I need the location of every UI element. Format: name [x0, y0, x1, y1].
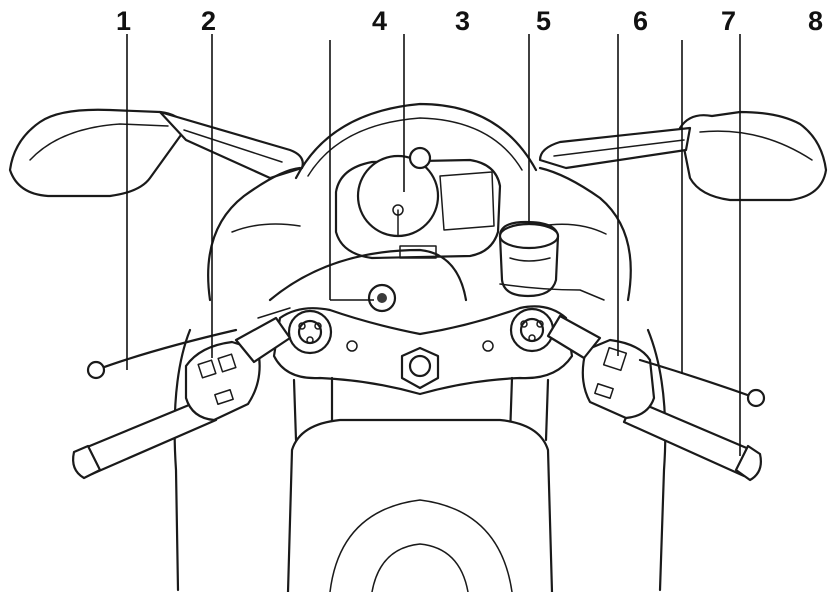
callout-labels: 1 2 4 3 5 6 7 8 — [116, 6, 823, 36]
left-handlebar — [72, 316, 292, 480]
left-mirror — [8, 108, 304, 198]
instrument-cluster — [334, 146, 502, 260]
leader-lines — [126, 34, 741, 456]
brake-fluid-reservoir — [498, 220, 560, 298]
callout-1: 1 — [116, 6, 131, 36]
callout-4: 4 — [372, 6, 387, 36]
cables — [257, 248, 605, 319]
callout-3: 3 — [455, 6, 470, 36]
callout-2: 2 — [201, 6, 216, 36]
callout-7: 7 — [721, 6, 736, 36]
callout-8: 8 — [808, 6, 823, 36]
callout-5: 5 — [536, 6, 551, 36]
callout-6: 6 — [633, 6, 648, 36]
upper-triple-clamp — [272, 283, 574, 396]
right-mirror — [538, 110, 828, 202]
fuel-tank — [286, 418, 554, 592]
right-handlebar — [546, 314, 766, 482]
